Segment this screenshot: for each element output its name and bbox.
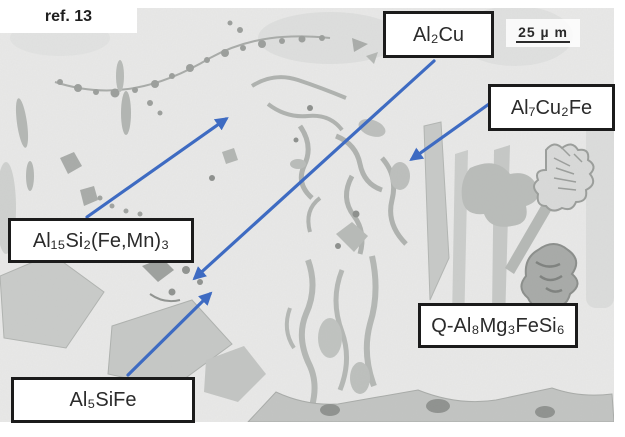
scale-bar-label: 25 µ m [516,24,570,43]
phase-label-al15si2femn3: Al₁₅Si₂(Fe,Mn)₃ [8,218,194,263]
phase-label-al2cu-text: Al₂Cu [412,23,465,46]
phase-label-al7cu2fe: Al₇Cu₂Fe [488,84,615,131]
phase-label-al7cu2fe-text: Al₇Cu₂Fe [510,96,593,119]
phase-label-al5sife-text: Al₅SiFe [69,389,137,411]
reference-label: ref. 13 [44,7,93,25]
reference-label-patch: ref. 13 [0,0,137,33]
phase-label-q-al8mg3fesi6-text: Q-Al₈Mg₃FeSi₆ [431,314,565,337]
scale-bar: 25 µ m [506,19,580,47]
micrograph-texture [0,8,614,422]
phase-label-al15si2femn3-text: Al₁₅Si₂(Fe,Mn)₃ [32,229,170,252]
micrograph-image [0,8,614,422]
phase-label-al2cu: Al₂Cu [383,11,494,58]
phase-label-al5sife: Al₅SiFe [11,377,195,423]
phase-label-q-al8mg3fesi6: Q-Al₈Mg₃FeSi₆ [418,303,578,348]
